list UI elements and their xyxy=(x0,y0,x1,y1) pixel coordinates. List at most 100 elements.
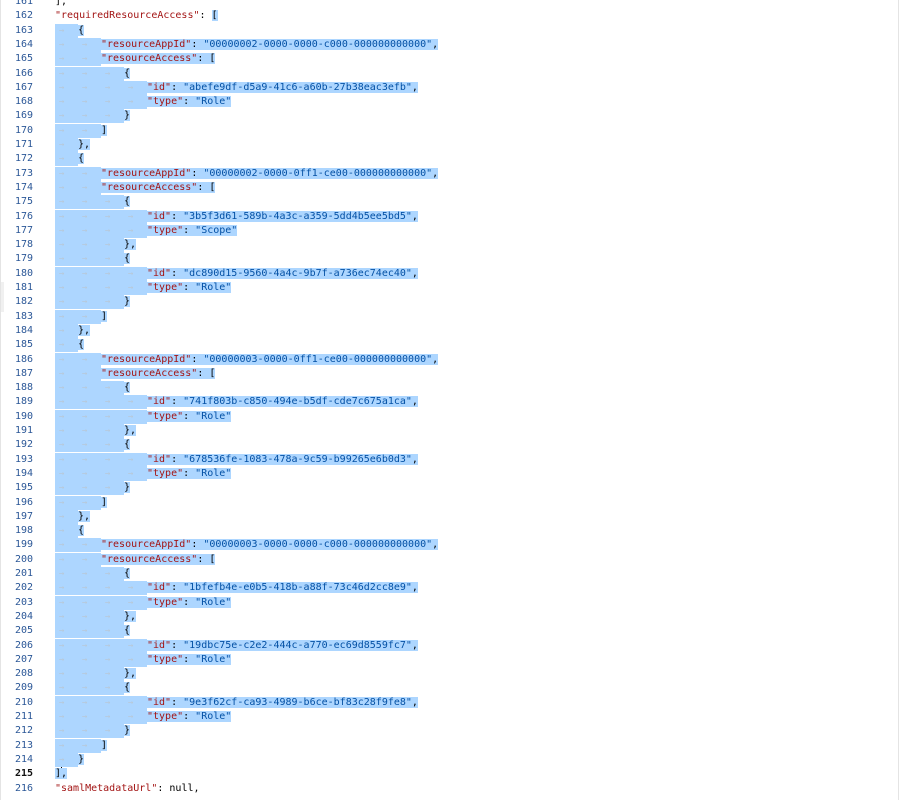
code-line[interactable]: 184→}, xyxy=(1,323,900,338)
code-line[interactable]: 171→}, xyxy=(1,138,900,152)
code-line[interactable]: 206→→→→"id": "19dbc75e-c2e2-444c-a770-ec… xyxy=(1,638,900,653)
code-line[interactable]: 200→→"resourceAccess": [ xyxy=(1,552,900,567)
code-line[interactable]: 188→→→{ xyxy=(1,381,900,396)
tab-marker-icon: → xyxy=(82,268,88,279)
json-punctuation: : xyxy=(171,267,184,279)
code-line[interactable]: 187→→"resourceAccess": [ xyxy=(1,366,900,381)
code-line[interactable]: 183→→] xyxy=(1,309,900,324)
code-line[interactable]: 178→→→}, xyxy=(1,238,900,253)
code-line[interactable]: 161], xyxy=(1,0,900,9)
code-line[interactable]: 194→→→→"type": "Role" xyxy=(1,466,900,481)
line-code: →→] xyxy=(55,309,108,324)
json-punctuation: { xyxy=(78,339,85,351)
code-line[interactable]: 165→→"resourceAccess": [ xyxy=(1,52,900,67)
tab-marker-icon: → xyxy=(82,68,88,79)
tab-marker-icon: → xyxy=(82,168,88,179)
code-line[interactable]: 209→→→{ xyxy=(1,681,900,696)
code-line[interactable]: 164→→"resourceAppId": "00000002-0000-000… xyxy=(1,37,900,52)
code-line[interactable]: 176→→→→"id": "3b5f3d61-589b-4a3c-a359-5d… xyxy=(1,209,900,224)
code-line[interactable]: 204→→→}, xyxy=(1,609,900,624)
code-line[interactable]: 185→{ xyxy=(1,338,900,353)
tab-marker-icon: → xyxy=(82,626,88,637)
code-line[interactable]: 180 →→→→"id": "dc890d15-9560-4a4c-9b7f-a7… xyxy=(1,266,900,281)
code-line[interactable]: 174→→"resourceAccess": [ xyxy=(1,180,900,195)
tab-marker-icon: → xyxy=(59,154,65,165)
code-line[interactable]: 192→→→{ xyxy=(1,438,900,453)
code-line[interactable]: 163→{ xyxy=(1,23,900,38)
json-punctuation: : xyxy=(183,410,196,422)
code-line[interactable]: 179→→→{ xyxy=(1,252,900,267)
tab-marker-icon: → xyxy=(82,554,88,565)
indent-selection: →→→ xyxy=(55,252,124,267)
code-line[interactable]: 210→→→→"id": "9e3f62cf-ca93-4989-b6ce-bf… xyxy=(1,695,900,710)
tab-marker-icon: → xyxy=(128,211,134,222)
code-line[interactable]: 193→→→→"id": "678536fe-1083-478a-9c59-b9… xyxy=(1,452,900,467)
tab-marker-icon: → xyxy=(105,640,111,651)
tab-marker-icon: → xyxy=(105,240,111,251)
code-line[interactable]: 216"samlMetadataUrl": null, xyxy=(1,782,900,796)
line-number: 191 xyxy=(14,425,33,436)
tab-marker-icon: → xyxy=(82,397,88,408)
code-line[interactable]: 190→→→→"type": "Role" xyxy=(1,409,900,424)
indent-selection: →→→ xyxy=(55,667,124,682)
code-line[interactable]: 162"requiredResourceAccess": [ xyxy=(1,9,900,23)
line-code: →→→{ xyxy=(55,567,131,581)
tab-marker-icon: → xyxy=(105,297,111,308)
code-line[interactable]: 175→→→{ xyxy=(1,195,900,210)
code-line[interactable]: 207→→→→"type": "Role" xyxy=(1,652,900,667)
line-number: 176 xyxy=(14,210,33,222)
code-line[interactable]: 202→→→→"id": "1bfefb4e-e0b5-418b-a88f-73… xyxy=(1,581,900,596)
code-line[interactable]: 212→→→} xyxy=(1,724,900,739)
code-line[interactable]: 201→→→{ xyxy=(1,567,900,581)
code-line[interactable]: 211→→→→"type": "Role" xyxy=(1,710,900,724)
json-key: "type" xyxy=(147,96,184,108)
line-number: 205 xyxy=(14,625,33,637)
code-line[interactable]: 177→→→→"type": "Scope" xyxy=(1,223,900,238)
json-key: "resourceAppId" xyxy=(101,38,192,50)
line-code: →→→→"type": "Role" xyxy=(55,595,232,610)
tab-marker-icon: → xyxy=(59,611,65,622)
code-line[interactable]: 172→{ xyxy=(1,152,900,167)
code-line[interactable]: 170→→] xyxy=(1,123,900,138)
code-line[interactable]: 167→→→→"id": "abefe9df-d5a9-41c6-a60b-27… xyxy=(1,80,900,95)
tab-marker-icon: → xyxy=(82,669,88,680)
line-number: 192 xyxy=(14,439,33,451)
code-line[interactable]: 182→→→} xyxy=(1,295,900,310)
line-code: →→"resourceAccess": [ xyxy=(55,366,216,381)
tab-marker-icon: → xyxy=(59,39,65,50)
code-line[interactable]: 214→} xyxy=(1,752,900,767)
code-line[interactable]: 205→→→{ xyxy=(1,624,900,639)
indent-selection: →→→ xyxy=(55,609,124,624)
json-key: "id" xyxy=(147,81,172,93)
tab-marker-icon: → xyxy=(59,354,65,365)
tab-marker-icon: → xyxy=(82,483,88,494)
tab-marker-icon: → xyxy=(59,511,65,522)
code-line[interactable]: 191 →→→}, xyxy=(1,424,900,438)
code-line[interactable]: 168→→→→"type": "Role" xyxy=(1,95,900,110)
code-line[interactable]: 195→→→} xyxy=(1,481,900,496)
code-line[interactable]: 208→→→}, xyxy=(1,667,900,682)
code-line[interactable]: 215], xyxy=(1,767,900,781)
code-line[interactable]: 196→→] xyxy=(1,495,900,510)
code-line[interactable]: 198→{ xyxy=(1,524,900,539)
code-line[interactable]: 199→→"resourceAppId": "00000003-0000-000… xyxy=(1,538,900,553)
code-line[interactable]: 203→→→→"type": "Role" xyxy=(1,595,900,610)
json-punctuation: { xyxy=(124,67,131,79)
code-line[interactable]: 189→→→→"id": "741f803b-c850-494e-b5df-cd… xyxy=(1,395,900,410)
code-line[interactable]: 169→→→} xyxy=(1,109,900,124)
code-line[interactable]: 181→→→→"type": "Role" xyxy=(1,281,900,295)
code-line[interactable]: 213→→] xyxy=(1,738,900,753)
line-code: →→→}, xyxy=(55,424,137,438)
code-line[interactable]: 166→→→{ xyxy=(1,66,900,81)
code-line[interactable]: 197→}, xyxy=(1,509,900,524)
line-code: →→→→"id": "dc890d15-9560-4a4c-9b7f-a736e… xyxy=(55,266,418,281)
json-punctuation: ] xyxy=(101,310,108,322)
line-code: →→→}, xyxy=(55,667,137,682)
code-line[interactable]: 186→→"resourceAppId": "00000003-0000-0ff… xyxy=(1,352,900,367)
tab-marker-icon: → xyxy=(128,97,134,108)
code-line[interactable]: 173→→"resourceAppId": "00000002-0000-0ff… xyxy=(1,166,900,181)
tab-marker-icon: → xyxy=(105,68,111,79)
line-number: 180 xyxy=(14,267,33,279)
json-punctuation: : xyxy=(171,639,184,651)
